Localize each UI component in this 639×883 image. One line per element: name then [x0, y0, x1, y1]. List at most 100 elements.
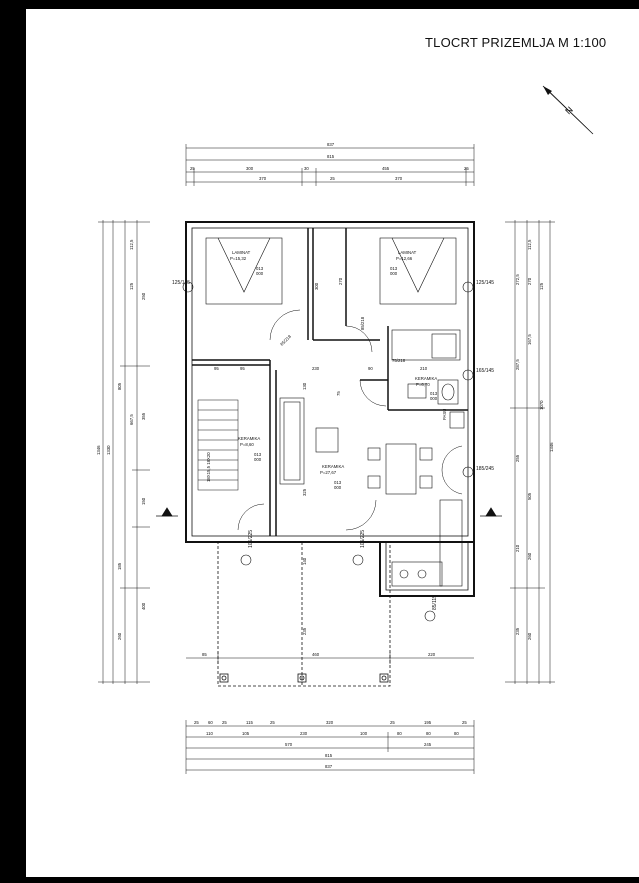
dim-bot-570: 570 [285, 742, 293, 747]
left-dimensions [98, 220, 150, 684]
bed-right [379, 237, 457, 305]
dim-terrace-220: 220 [428, 652, 436, 657]
dim-bot-25a: 25 [194, 720, 199, 725]
room-finish: 000 [430, 396, 438, 401]
dim-terrace-460: 460 [312, 652, 320, 657]
dim-int-140: 140 [302, 557, 307, 565]
drawing-title: TLOCRT PRIZEMLJA M 1:100 [425, 35, 607, 50]
dim-top-455: 455 [382, 166, 390, 171]
dim-right-255: 255 [515, 454, 520, 462]
dim-top-815: 815 [327, 154, 335, 159]
dim-bot-837: 837 [325, 764, 333, 769]
dim-left-1330: 1330 [106, 445, 111, 455]
dim-left-125: 125 [129, 282, 134, 290]
tag-w3: 165/145 [476, 368, 494, 374]
room-finish: 000 [256, 271, 264, 276]
room-label-hall: KERAMIKA P=8,60 013 000 [238, 436, 262, 462]
dim-top-30: 30 [304, 166, 309, 171]
dim-int-235: 235 [302, 627, 307, 635]
dim-int-210: 210 [420, 366, 428, 371]
dim-bot-115: 115 [246, 720, 253, 725]
dim-int-300: 300 [314, 282, 319, 290]
dining-table [367, 443, 433, 495]
dim-right-260: 260 [527, 552, 532, 560]
interior-walls [192, 228, 468, 536]
sofa [279, 397, 305, 485]
dim-bot-110: 110 [206, 731, 213, 736]
north-label: N [563, 105, 575, 117]
dim-left-150: 150 [141, 497, 146, 505]
dim-bot-195: 195 [424, 720, 432, 725]
room-area: P=27,67 [320, 470, 337, 475]
dim-bot-815: 815 [325, 753, 333, 758]
bed-left [205, 237, 283, 305]
dim-right-167: 167,5 [527, 334, 532, 345]
room-label-living: KERAMIKA P=27,67 013 000 [320, 464, 344, 490]
dim-bot-80c: 80 [454, 731, 459, 736]
dim-int-90: 90 [368, 366, 373, 371]
kitchen-counter [391, 411, 465, 587]
dim-right-287: 287,5 [515, 359, 520, 370]
room-finish: 013 [334, 480, 342, 485]
room-finish: 000 [334, 485, 342, 490]
room-finish: 013 [430, 391, 438, 396]
top-dimensions [185, 144, 475, 186]
dim-bot-60: 60 [208, 720, 213, 725]
dim-right-125: 125 [539, 282, 544, 290]
dim-top-25b: 25 [464, 166, 469, 171]
dim-right-272: 272,5 [515, 274, 520, 285]
room-finish: 013 [390, 266, 398, 271]
dim-right-235: 235 [515, 627, 520, 635]
drawing-sheet [26, 9, 639, 877]
coffee-table [315, 427, 339, 453]
bathroom-fixtures [391, 329, 461, 405]
bottom-dimensions [185, 720, 475, 774]
room-name: KERAMIKA [415, 376, 437, 381]
door-swings [237, 309, 463, 531]
dim-int-75: 75 [336, 391, 341, 396]
terrace-outline [217, 541, 391, 687]
dim-top-300: 300 [246, 166, 254, 171]
dim-bot-100: 100 [360, 731, 368, 736]
room-finish: 013 [254, 452, 262, 457]
dim-top-370a: 370 [259, 176, 267, 181]
room-name: LAMINAT [232, 250, 251, 255]
dim-left-667: 667,5 [129, 414, 134, 425]
dim-right-1346: 1346 [549, 442, 554, 452]
room-label-bathroom: KERAMIKA P=6,70 013 000 [415, 376, 438, 401]
room-area: P=12,66 [396, 256, 413, 261]
staircase [197, 399, 239, 491]
room-label-bedroom-1: LAMINAT P=15,32 013 000 [230, 250, 264, 276]
room-finish: 013 [256, 266, 264, 271]
dim-left-112: 112,5 [129, 239, 134, 250]
dim-right-1070: 1070 [539, 400, 544, 410]
dim-left-355: 355 [141, 412, 146, 420]
room-area: P=8,60 [240, 442, 254, 447]
tag-w1: 125/145 [172, 280, 190, 286]
dim-top-25c: 25 [330, 176, 335, 181]
dim-top-370b: 370 [395, 176, 403, 181]
dim-left-400: 400 [141, 602, 146, 610]
dim-bot-25b: 25 [222, 720, 227, 725]
dim-right-270: 270 [527, 277, 532, 285]
dim-bot-320: 320 [326, 720, 334, 725]
section-marker-left [156, 507, 178, 517]
room-area: P=6,70 [416, 382, 430, 387]
room-label-bedroom-2: LAMINAT P=12,66 013 000 [390, 250, 417, 276]
room-area: P=15,32 [230, 256, 247, 261]
north-arrow-icon: N [542, 85, 594, 135]
dim-right-505: 505 [527, 492, 532, 500]
room-name: KERAMIKA [322, 464, 344, 469]
dim-right-260b: 260 [527, 632, 532, 640]
terrace-dimension [186, 652, 474, 664]
dim-bot-80a: 80 [397, 731, 402, 736]
dim-int-230: 230 [312, 366, 320, 371]
dim-top-837: 837 [327, 142, 335, 147]
room-finish: 000 [254, 457, 262, 462]
dim-right-112: 112,5 [527, 239, 532, 250]
exterior-walls [185, 221, 475, 597]
stair-label: 18X15,5 18X20 [206, 452, 211, 482]
dim-bot-80b: 80 [426, 731, 431, 736]
